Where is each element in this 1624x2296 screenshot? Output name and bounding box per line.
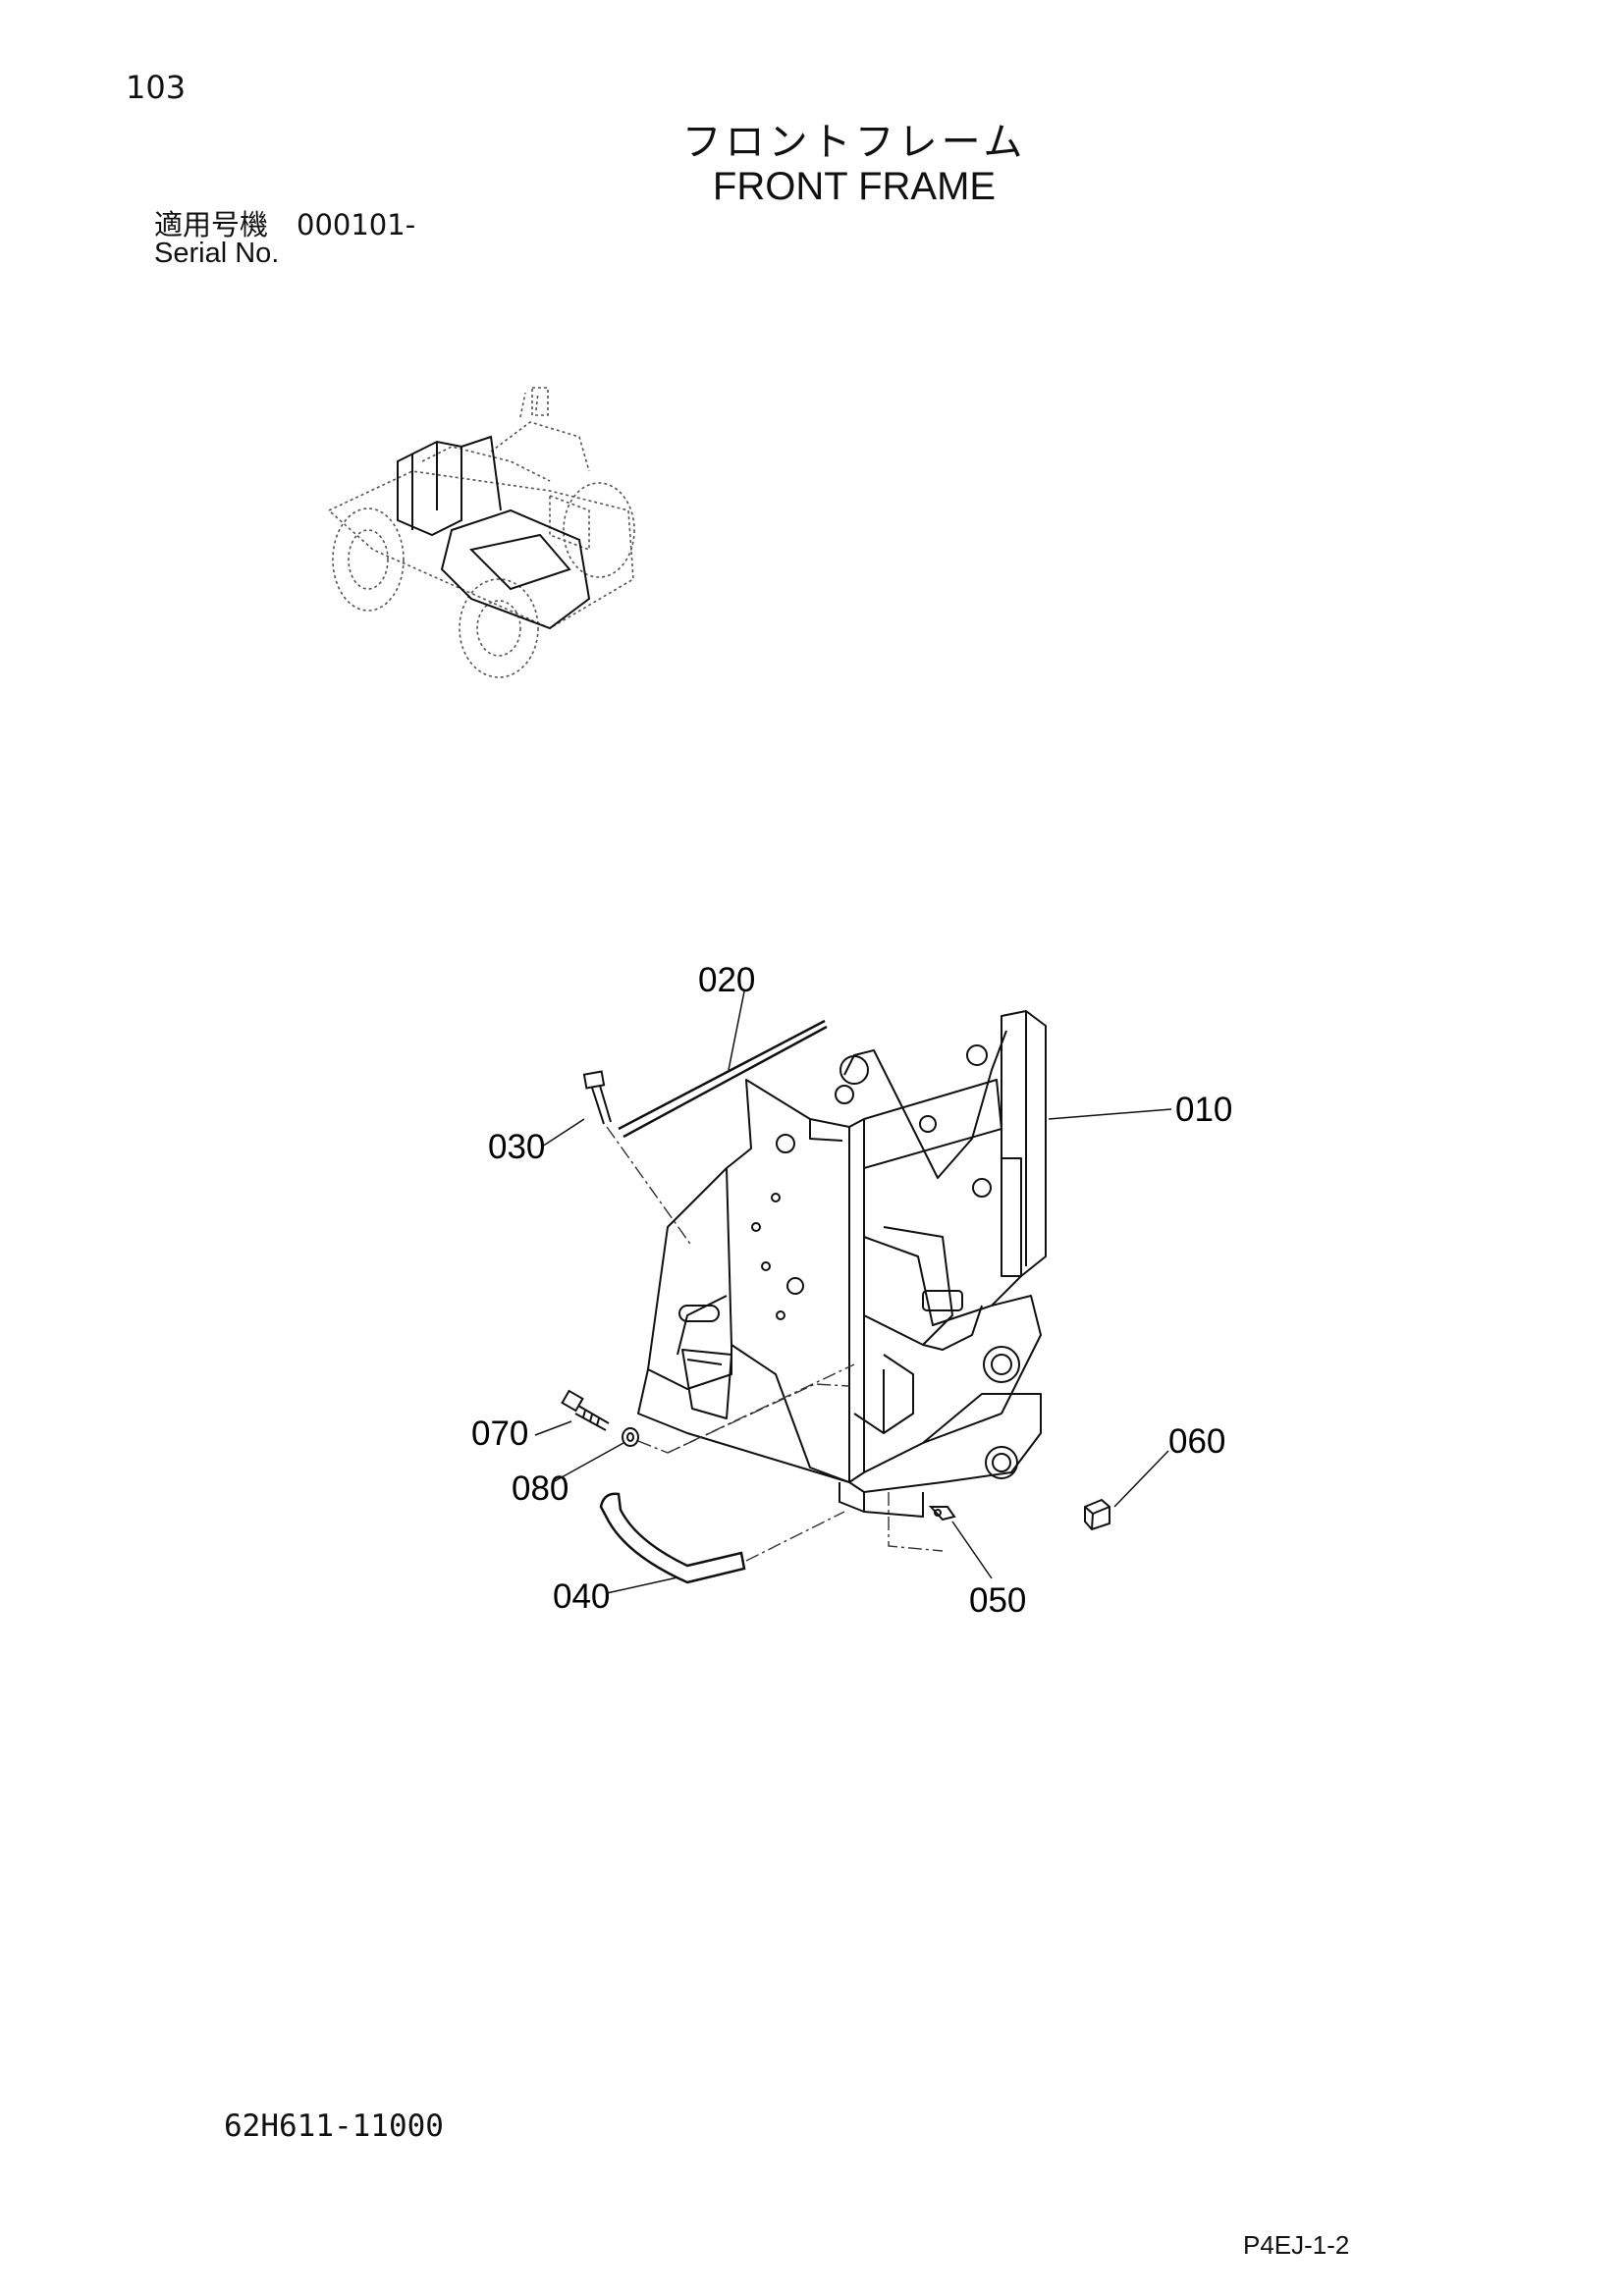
drawing-number: 62H611-11000 bbox=[224, 2109, 444, 2144]
machine-locator-thumbnail bbox=[327, 387, 635, 678]
page-title-japanese: フロントフレーム bbox=[681, 120, 1027, 165]
part-020-strip bbox=[618, 1019, 828, 1139]
callout-040: 040 bbox=[553, 1577, 610, 1616]
serial-number-label: Serial No. bbox=[154, 238, 280, 269]
part-070-bolt bbox=[561, 1389, 610, 1431]
part-040-handle bbox=[599, 1492, 746, 1584]
page-number: 103 bbox=[126, 69, 187, 106]
callout-020: 020 bbox=[698, 961, 755, 999]
callout-050: 050 bbox=[969, 1581, 1026, 1620]
callout-080: 080 bbox=[512, 1469, 568, 1508]
part-030-bolt bbox=[582, 1070, 612, 1125]
leader-lines bbox=[534, 990, 1172, 1594]
serial-range-label: 適用号機 000101- bbox=[154, 208, 416, 241]
callout-060: 060 bbox=[1168, 1422, 1225, 1461]
front-frame-assembly bbox=[637, 1010, 1047, 1518]
page-code: P4EJ-1-2 bbox=[1243, 2230, 1350, 2260]
callout-030: 030 bbox=[488, 1128, 545, 1166]
part-060-pad bbox=[1084, 1498, 1110, 1531]
part-050-clip bbox=[928, 1506, 956, 1522]
callout-010: 010 bbox=[1175, 1091, 1232, 1129]
front-frame-highlight bbox=[397, 435, 591, 630]
assembly-guide-lines bbox=[606, 1126, 944, 1562]
callout-070: 070 bbox=[471, 1415, 528, 1453]
page-title-english: FRONT FRAME bbox=[712, 165, 997, 208]
part-080-washer bbox=[622, 1427, 639, 1447]
